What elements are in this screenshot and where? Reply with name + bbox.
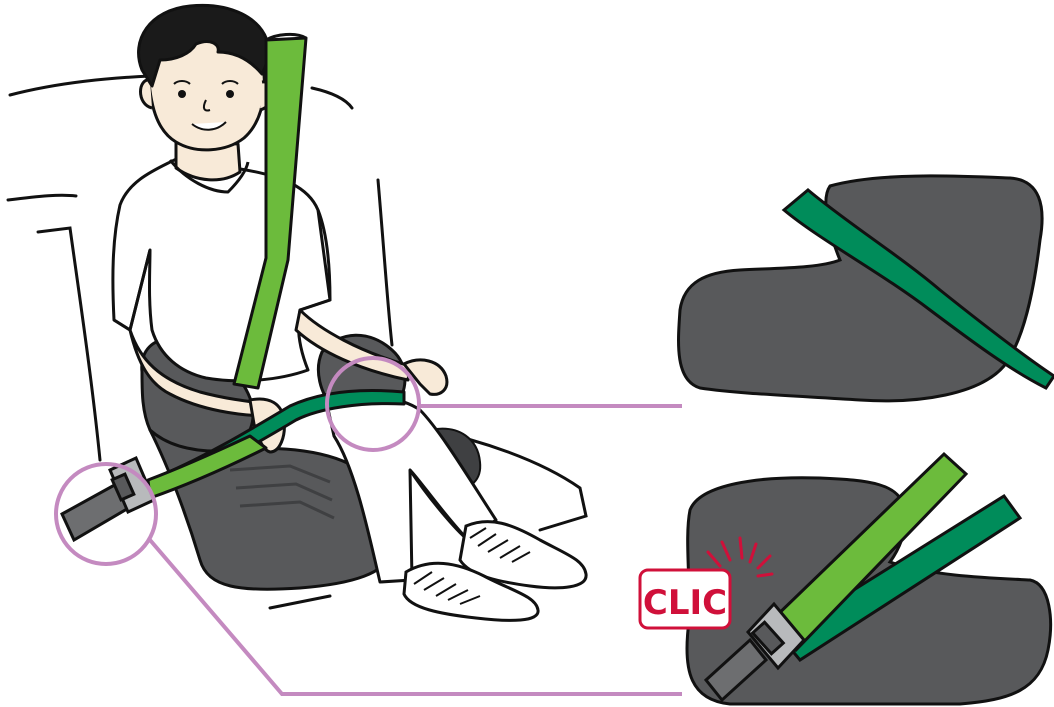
buckle-icon [62, 458, 154, 540]
sneaker-icon [404, 522, 586, 621]
clic-badge: CLIC [640, 570, 730, 628]
detail-buckle-click [687, 454, 1051, 704]
clic-badge-text: CLIC [643, 583, 727, 623]
detail-lap-belt [679, 176, 1054, 401]
